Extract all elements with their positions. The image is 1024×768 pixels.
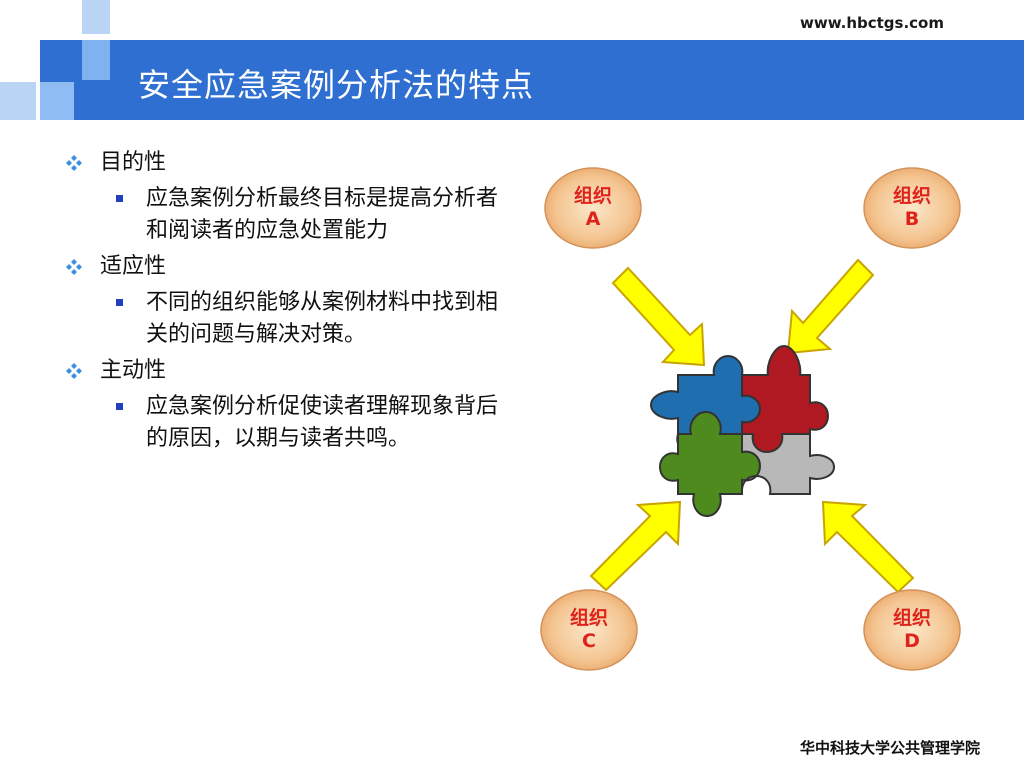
bullet-heading: 目的性	[62, 147, 502, 179]
organization-puzzle-diagram: 组织 A 组织 B 组织 C 组织 D	[520, 160, 1000, 680]
diamond-bullet-icon	[66, 259, 82, 275]
org-letter: B	[904, 208, 920, 230]
org-letter: C	[582, 630, 596, 652]
diamond-bullet-icon	[66, 363, 82, 379]
arrow-a-icon	[611, 266, 706, 367]
org-b-circle	[863, 167, 961, 249]
bullet-heading: 适应性	[62, 251, 502, 283]
org-c-circle	[540, 589, 638, 671]
arrow-b-icon	[786, 258, 875, 355]
puzzle-piece-gray	[740, 433, 836, 495]
square-bullet-icon	[116, 299, 123, 306]
heading-text: 目的性	[100, 150, 167, 175]
bullet-content: 目的性 应急案例分析最终目标是提高分析者和阅读者的应急处置能力 适应性 不同的组…	[62, 145, 502, 459]
diagram-graphics	[540, 167, 961, 671]
org-name: 组织	[569, 607, 608, 629]
slide-title: 安全应急案例分析法的特点	[138, 66, 535, 104]
square-bullet-icon	[116, 403, 123, 410]
bullet-detail: 不同的组织能够从案例材料中找到相关的问题与解决对策。	[62, 287, 502, 351]
org-a-circle	[544, 167, 642, 249]
org-name: 组织	[573, 185, 612, 207]
site-url[interactable]: www.hbctgs.com	[800, 14, 944, 32]
org-name: 组织	[892, 185, 931, 207]
decor-square	[82, 40, 110, 80]
decor-square	[82, 0, 110, 34]
detail-text: 应急案例分析促使读者理解现象背后的原因，以期与读者共鸣。	[146, 394, 499, 451]
decor-square	[40, 82, 74, 120]
square-bullet-icon	[116, 195, 123, 202]
bullet-heading: 主动性	[62, 355, 502, 387]
org-letter: D	[904, 630, 920, 652]
org-d-circle	[863, 589, 961, 671]
org-name: 组织	[892, 607, 931, 629]
decor-square	[0, 82, 36, 120]
org-letter: A	[585, 208, 601, 230]
org-a-label: 组织 A	[543, 166, 643, 250]
heading-text: 适应性	[100, 254, 167, 279]
arrow-c-icon	[589, 500, 682, 592]
arrow-d-icon	[821, 500, 915, 594]
header-bar	[40, 40, 1024, 120]
bullet-detail: 应急案例分析促使读者理解现象背后的原因，以期与读者共鸣。	[62, 391, 502, 455]
org-c-label: 组织 C	[539, 588, 639, 672]
org-d-label: 组织 D	[862, 588, 962, 672]
footer-institution: 华中科技大学公共管理学院	[799, 739, 980, 757]
puzzle-icon	[649, 344, 836, 518]
detail-text: 不同的组织能够从案例材料中找到相关的问题与解决对策。	[146, 290, 499, 347]
bullet-detail: 应急案例分析最终目标是提高分析者和阅读者的应急处置能力	[62, 183, 502, 247]
detail-text: 应急案例分析最终目标是提高分析者和阅读者的应急处置能力	[146, 186, 499, 243]
org-b-label: 组织 B	[862, 166, 962, 250]
heading-text: 主动性	[100, 358, 167, 383]
diamond-bullet-icon	[66, 155, 82, 171]
